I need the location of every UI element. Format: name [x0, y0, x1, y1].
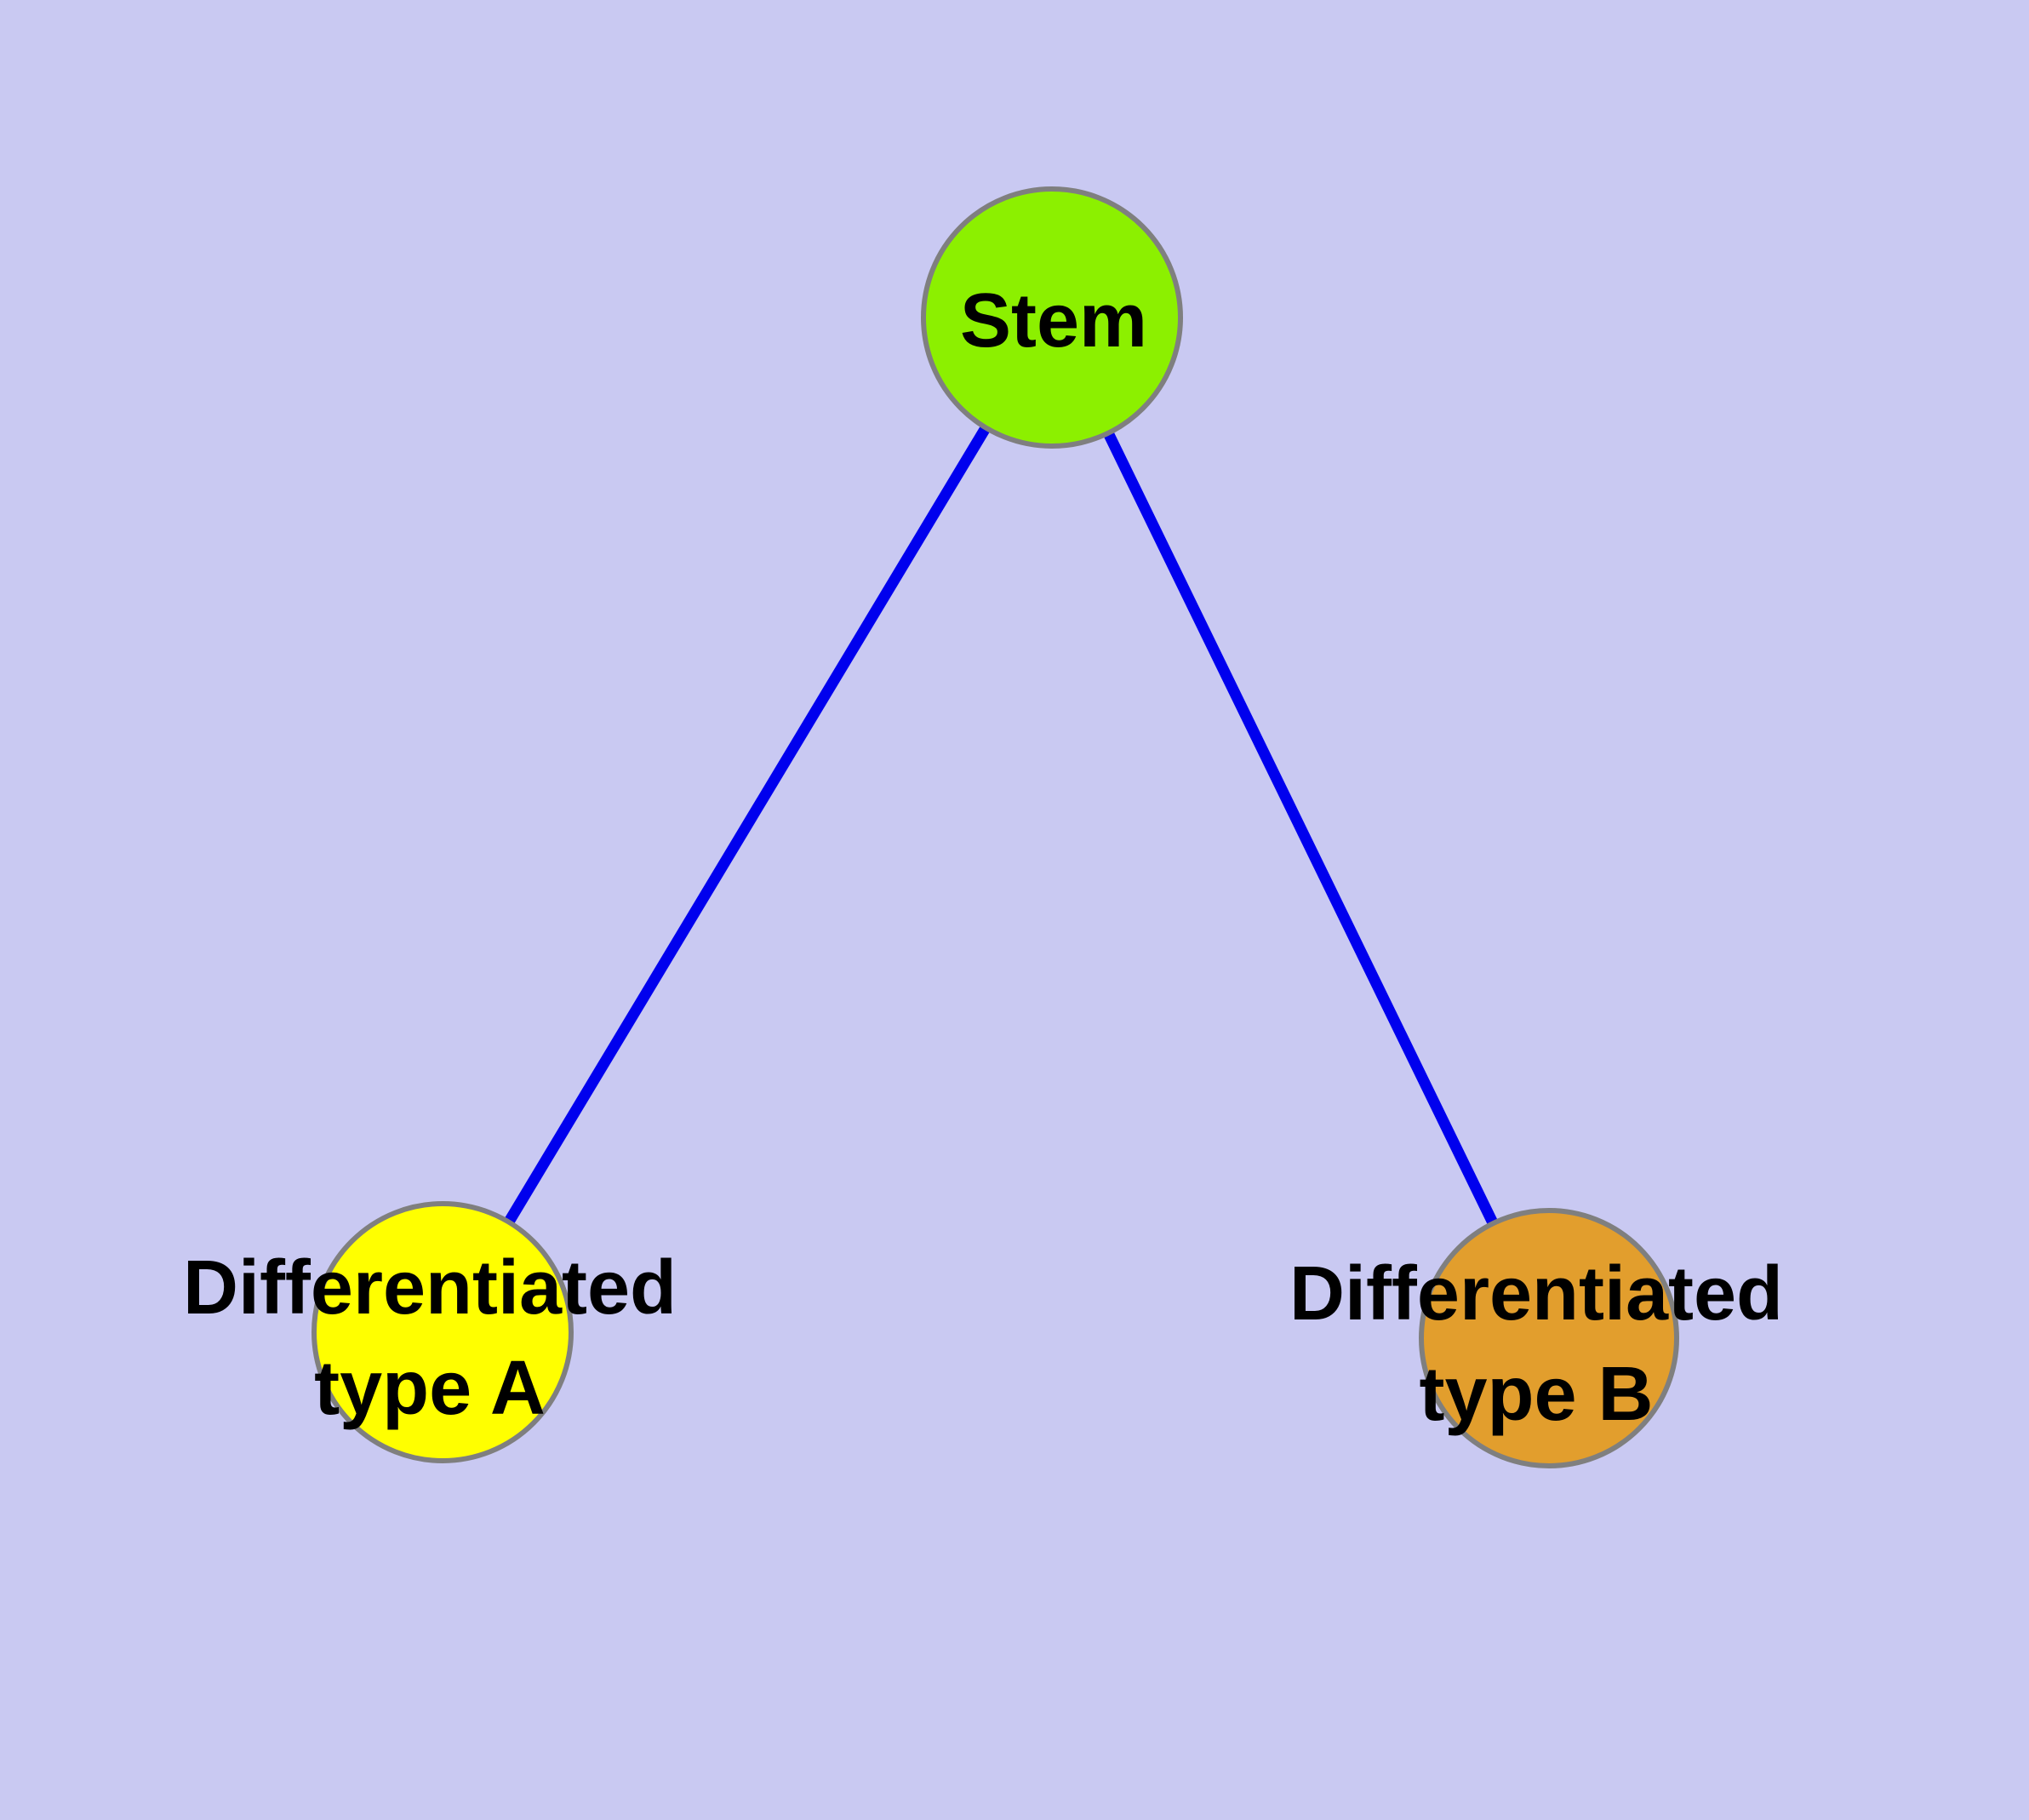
node-type-b-label-line1: Differentiated — [1289, 1251, 1783, 1336]
node-stem-label: Stem — [960, 278, 1147, 363]
node-type-b-circle — [1419, 1208, 1679, 1468]
edge-stem-to-type-b — [1047, 315, 1554, 1341]
node-type-a-label-line1: Differentiated — [183, 1245, 677, 1331]
node-type-a-label-line2: type A — [314, 1346, 546, 1431]
edge-stem-to-type-a — [437, 314, 1057, 1336]
node-stem-circle — [921, 186, 1183, 449]
node-type-a-circle — [311, 1201, 574, 1463]
node-type-b-label-line2: type B — [1419, 1352, 1653, 1437]
